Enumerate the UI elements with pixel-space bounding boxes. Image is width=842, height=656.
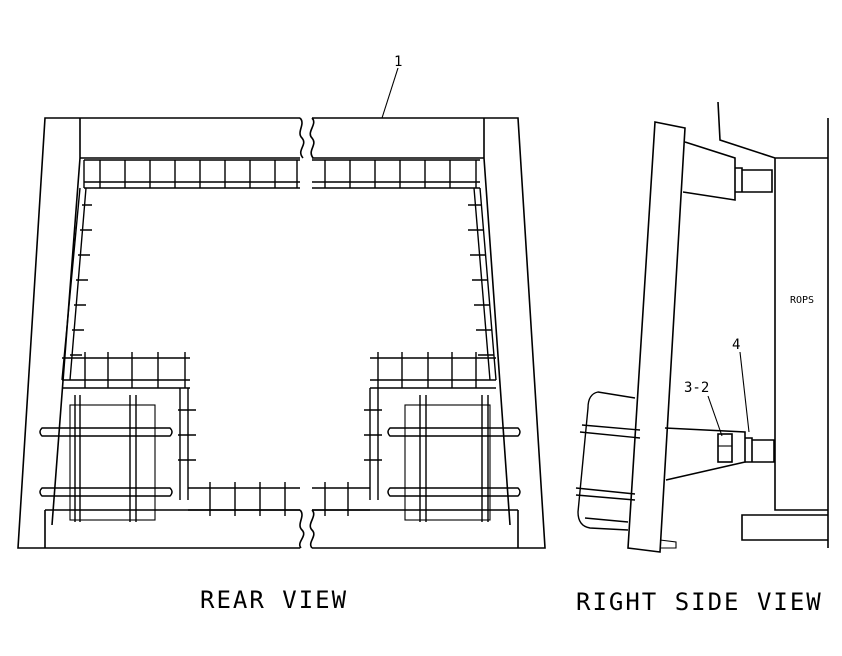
rops-label: ROPS <box>790 295 814 306</box>
side-guard-mesh <box>575 391 641 531</box>
upper-mount-boss <box>735 167 773 193</box>
callout-4-leader <box>739 351 750 433</box>
break-line-top <box>299 117 315 159</box>
mesh-top-right <box>312 159 480 189</box>
callout-4-label: 4 <box>732 337 740 353</box>
lower-mount-boss <box>745 437 775 463</box>
break-line-bottom <box>299 509 315 549</box>
mesh-top-left <box>83 159 300 189</box>
callout-3-2-leader <box>707 395 723 437</box>
mesh-left-side <box>61 187 92 381</box>
callout-1-leader <box>381 67 399 119</box>
rops-structure <box>717 101 829 548</box>
mesh-lower-left <box>62 352 300 516</box>
right-guard-grid <box>387 395 521 522</box>
bolt-3-2 <box>717 433 733 463</box>
side-bottom-tab <box>659 539 677 549</box>
right-side-view-caption: RIGHT SIDE VIEW <box>576 588 823 616</box>
left-guard-grid <box>39 395 173 522</box>
mesh-right-side <box>468 187 497 381</box>
callout-1-label: 1 <box>394 54 402 70</box>
mesh-lower-right <box>312 352 496 516</box>
side-guard-slab <box>627 121 686 553</box>
lower-mount-bracket <box>664 427 746 481</box>
rear-view-caption: REAR VIEW <box>200 586 348 614</box>
rear-view: 1 <box>17 54 546 549</box>
rear-frame-left <box>17 117 300 549</box>
callout-3-2-label: 3-2 <box>684 380 709 396</box>
rear-frame-right <box>312 117 546 549</box>
right-side-view: 4 3-2 ROPS <box>575 101 829 553</box>
upper-mount-bracket <box>682 141 736 201</box>
